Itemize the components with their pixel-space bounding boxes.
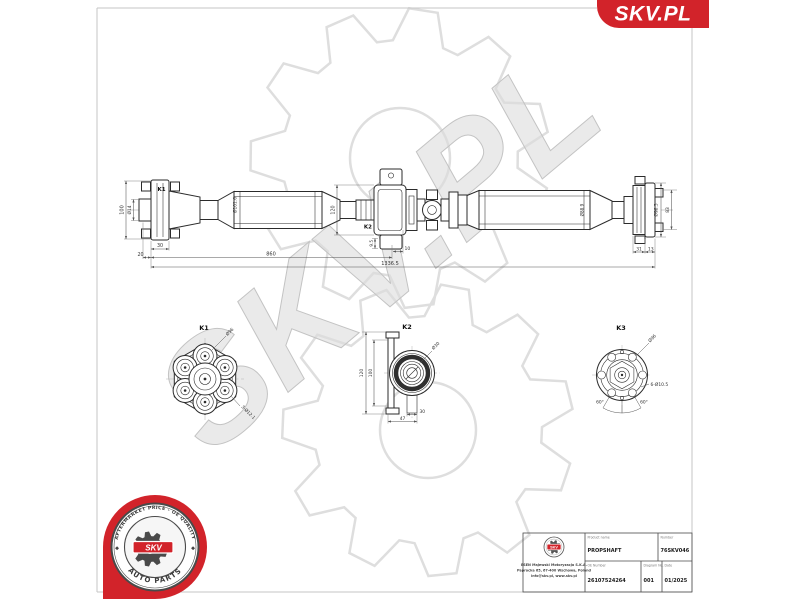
k3-bolt-circle-dim: Ø96 [646,332,657,343]
brand-badge: AFTERMARKET PRICE - OE QUALITY AUTO PART… [103,495,207,599]
field-number-label: Number [661,536,674,540]
k1-title: K1 [199,324,209,332]
dim-offset-20: 20 [137,252,143,258]
field-date-label: Date [665,564,673,568]
mini-band [546,543,562,551]
universal-joint [405,189,468,231]
dim-bolt-14: Ø14 [126,205,133,214]
dim-disc-30: 30 [157,243,163,249]
field-oe-number-label: OE Number [588,564,607,568]
field-oe-number-value: 26107524264 [588,578,627,584]
k3-angle-left: 60° [596,400,604,406]
field-product-name-label: Product name [588,536,610,540]
dim-gap-9-5: 9.5 [369,240,374,247]
k3-bolt-holes [597,350,647,400]
k3-title: K3 [616,324,626,332]
company-line-2: Paprocka 65, 67-400 Wschowa, Poland [517,569,591,573]
field-product-name-value: PROPSHAFT [588,548,623,554]
badge-diamond-right-icon: ◆ [191,546,195,552]
k2-outer-height-dim: 120 [359,369,365,378]
dim-height-100: 100 [120,205,126,215]
k3-holes-dim: 6-Ø10.5 [651,381,669,388]
title-block: SKV ESEN Majewski Motoryzacja S.K.A. Pap… [517,532,693,593]
center-bearing [373,168,407,250]
propshaft-main-view [128,168,674,250]
detail-k1-flex-disc: K1 Ø96 3-Ø12.1 [166,324,257,421]
k2-inner-height-dim: 100 [368,369,374,378]
k2-bore-dim: Ø30 [430,340,441,351]
dim-right-83: 83 [665,207,671,213]
k1-bolt-circle-dim: Ø96 [224,326,235,337]
dim-tube1-dia: Ø101.6 [232,197,239,213]
k1-callout: K1 [158,187,166,193]
title-block-company: SKV ESEN Majewski Motoryzacja S.K.A. Pap… [517,536,592,578]
field-diagram-no-value: 001 [644,578,655,584]
field-date-value: 01/2025 [665,578,688,584]
rear-tube [466,189,625,231]
detail-k3-rear-flange: K3 Ø96 6-Ø10.5 60° 60° [592,324,668,414]
brand-logo-text: SKV.PL [615,3,692,26]
dim-gap-10: 10 [405,246,411,252]
k3-angle-right: 60° [640,400,648,406]
k2-width-dim: 47 [400,416,406,422]
brand-logo-background [597,0,709,28]
dim-bearing-120: 120 [331,205,337,214]
badge-band [132,540,174,554]
badge-band-text: SKV [145,544,162,553]
dim-tube2-dia: Ø88.9 [580,203,585,216]
watermark: SKV.PL [124,6,631,578]
mini-band-text: SKV [550,546,558,550]
k2-hub-dim: 30 [420,409,426,415]
field-diagram-no-label: Diagram No. [644,564,664,568]
detail-k2-center-bearing: K2 120 100 Ø30 30 47 [359,323,441,424]
rear-flange-joint [623,176,664,244]
front-flange-joint [138,179,201,241]
dim-total-1336: 1336.5 [381,261,399,267]
main-view-dimensions: 100 Ø14 K1 30 20 860 1336.5 120 9.5 10 Ø… [120,180,677,269]
page-frame [96,7,693,593]
company-line-3: info@skv.pl, www.skv.pl [531,574,577,578]
company-line-1: ESEN Majewski Motoryzacja S.K.A. [521,563,587,567]
badge-diamond-left-icon: ◆ [115,546,119,552]
front-tube [199,190,375,230]
brand-logo: SKV.PL [597,0,709,28]
k2-title: K2 [402,323,412,331]
dim-front-860: 860 [266,252,276,258]
dim-right-31: 31 [636,246,642,252]
field-number-value: 76SKV046 [661,548,690,554]
dim-right-13: 13 [648,246,654,252]
k2-callout: K2 [364,225,372,231]
dim-flange-96-5: Ø96.5 [653,203,660,216]
